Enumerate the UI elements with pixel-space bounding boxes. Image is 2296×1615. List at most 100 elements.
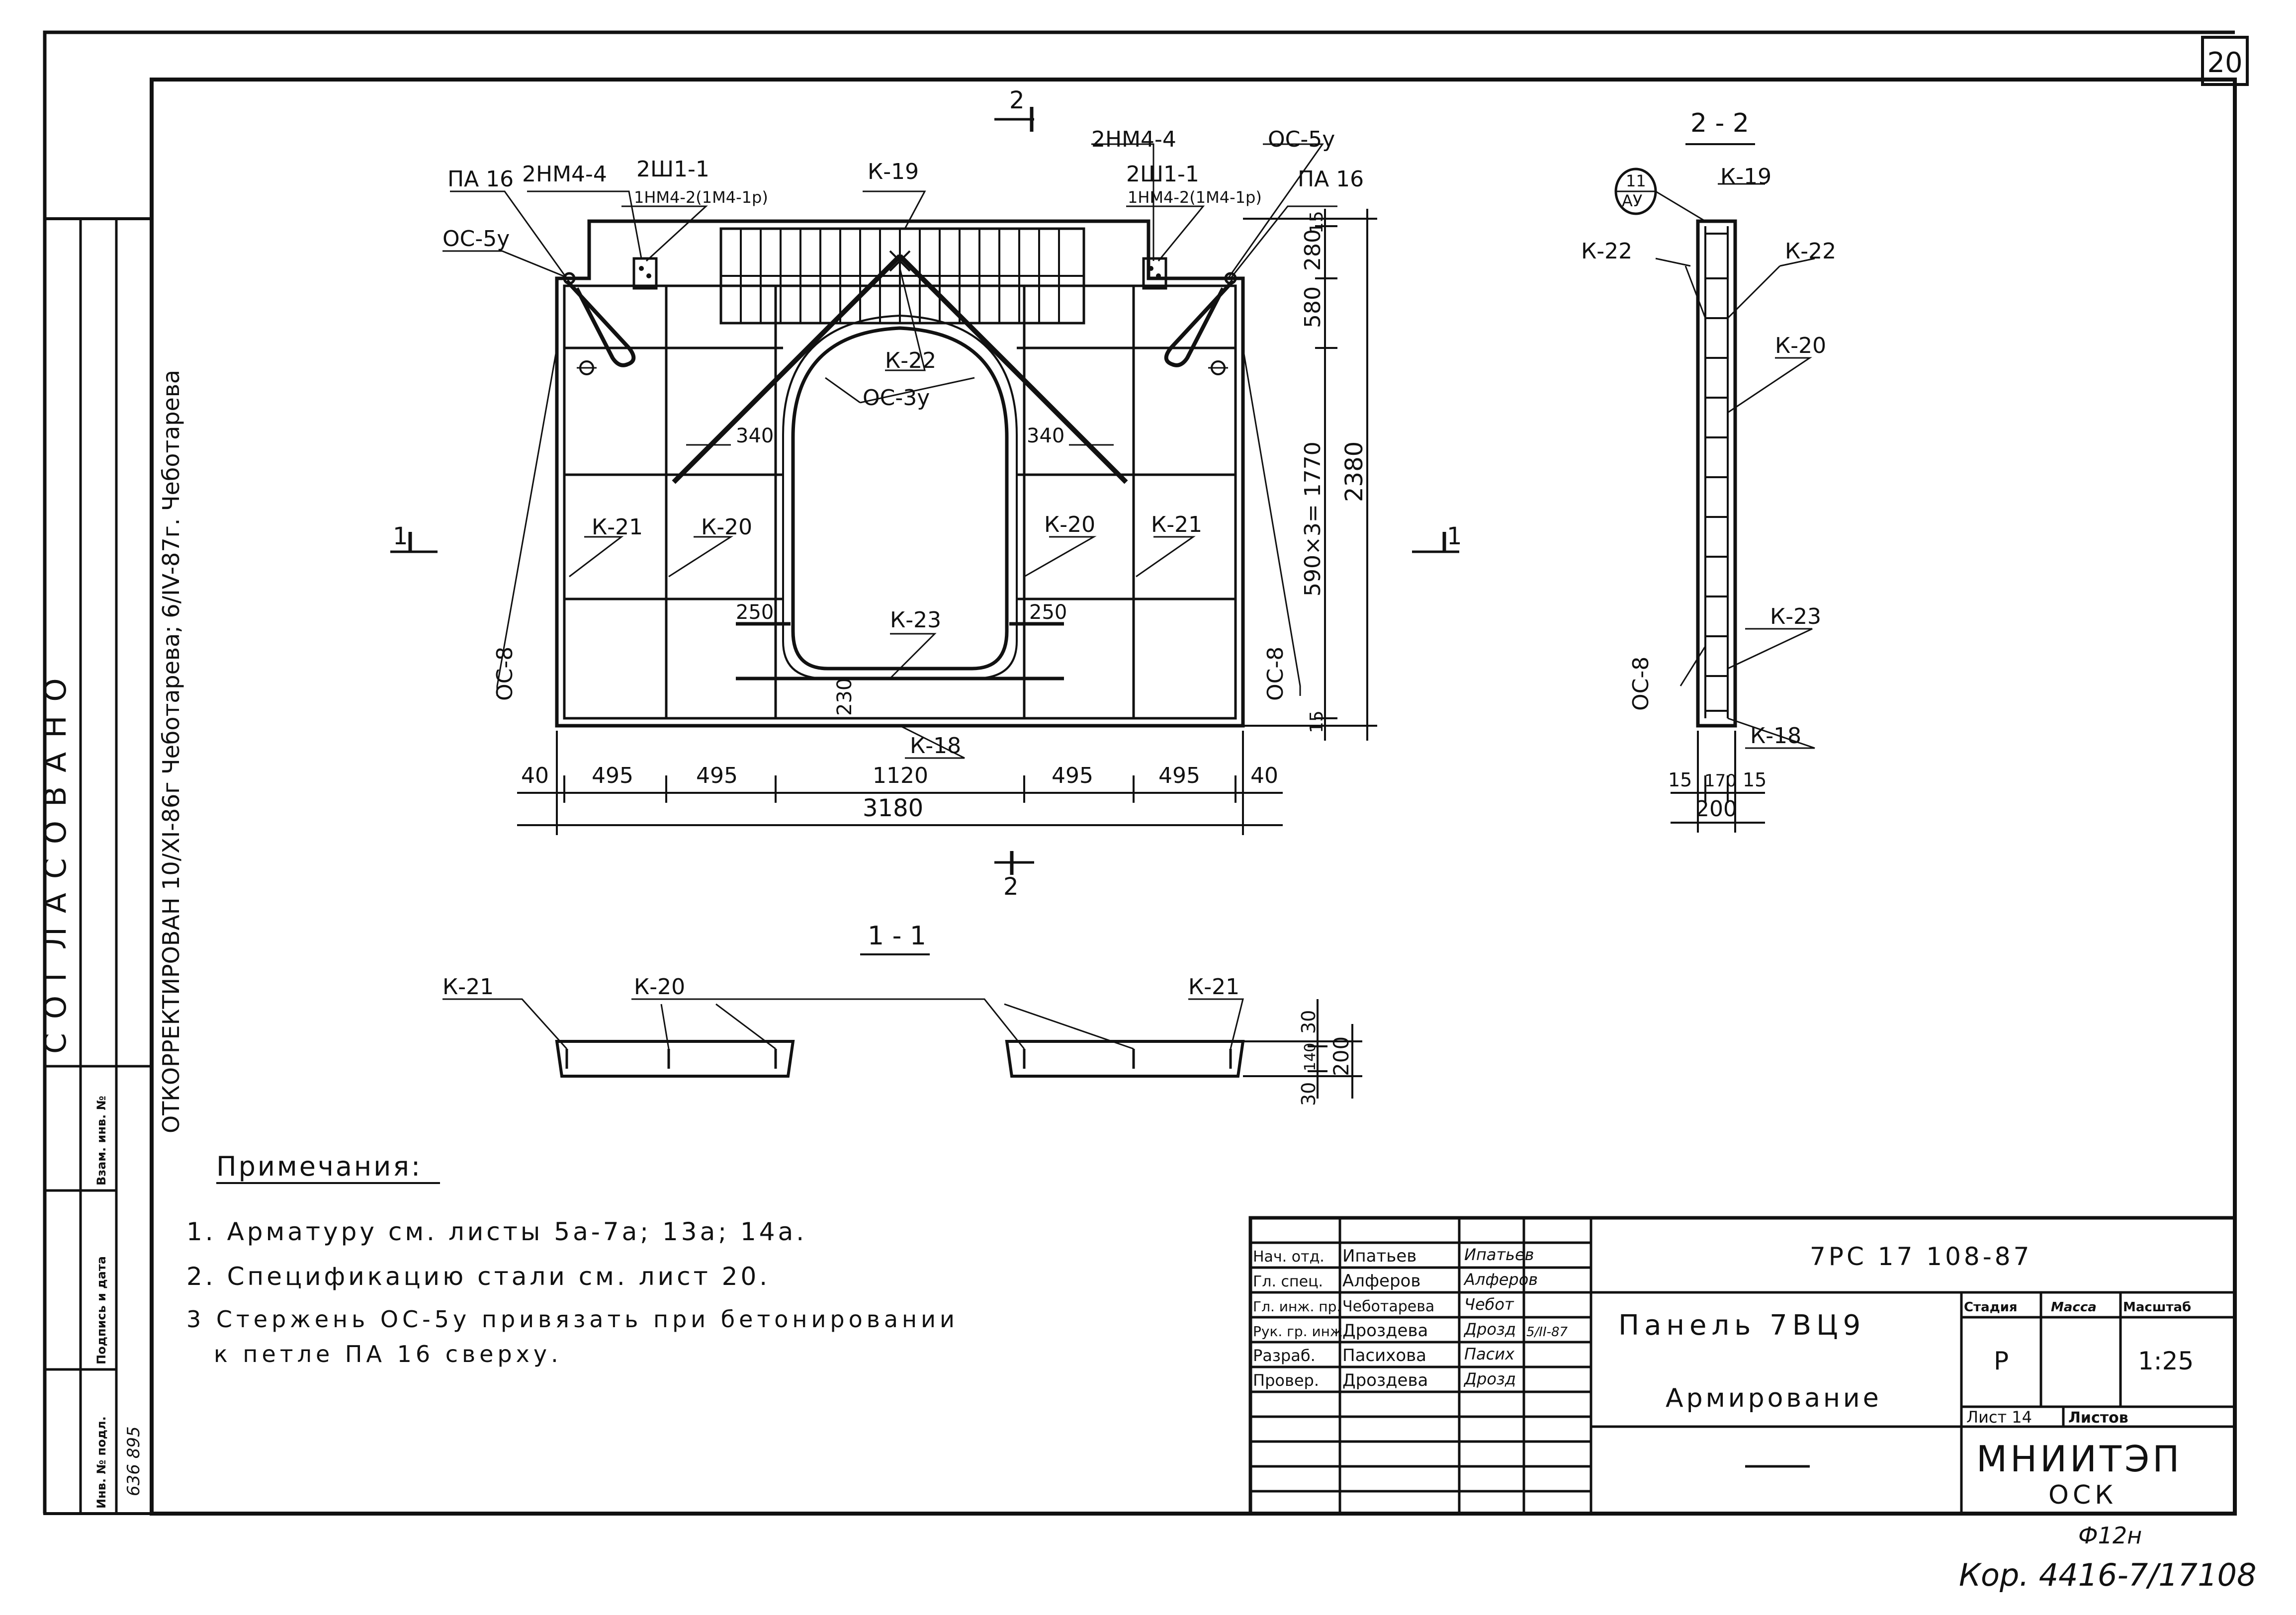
title-block-signoffs: Нач. отд. Гл. спец. Гл. инж. пр. Рук. гр… [1253,1245,1568,1390]
svg-text:2: 2 [1003,873,1019,901]
s11-label-k21-left: К-21 [442,974,494,1000]
label-sh2-left: 1НМ4-2(1М4-1р) [634,188,768,207]
s11-bars [565,1049,1232,1069]
label-sh-right: 2Ш1-1 [1126,162,1199,187]
name-5: Дроздева [1342,1370,1428,1390]
section-mark-bottom: 2 [994,851,1034,901]
window-opening [791,326,1009,671]
dim-chain-bottom: 40 495 495 1120 495 495 40 3180 [517,731,1283,835]
dim-right-2380: 2380 [1340,441,1368,502]
section-1-1: 1 - 1 К-21 К-20 К-21 30 140 [442,921,1362,1106]
org-sub: ОСК [2048,1480,2117,1510]
s11-dim-0: 30 [1298,1010,1320,1034]
signature-2: Чебот [1464,1295,1514,1314]
node-mark-top: 11 [1626,171,1646,190]
dim-right-15-top: 15 [1307,211,1327,234]
s22-label-os8: ОС-8 [1628,657,1654,711]
s11-dim-2: 30 [1298,1082,1320,1106]
s22-dim-0: 15 [1668,769,1692,791]
label-k20-left: К-20 [701,514,752,540]
section-mark-right: 1 [1412,522,1462,553]
corrected-note: ОТКОРРЕКТИРОВАН 10/XI-86г Чеботарева; 6/… [158,370,184,1133]
s11-label-k21-right: К-21 [1188,974,1239,1000]
side-strip-frame [43,217,153,1515]
hook-os5y-right [1164,279,1235,367]
product-name: Панель 7ВЦ9 [1618,1309,1865,1342]
s22-dim-2: 15 [1743,769,1766,791]
inv-repl-label: Взам. инв. № [94,1096,108,1186]
s11-leaders [442,998,1244,1050]
label-k19: К-19 [868,159,919,184]
dim-340-left: 340 [736,425,774,447]
s22-label-k18: К-18 [1750,723,1801,749]
inner-frame [150,78,2237,1516]
label-k21-right: К-21 [1151,512,1202,537]
plan-view: 2 2 1 1 [390,86,1462,901]
role-1: Гл. спец. [1253,1273,1323,1290]
stage-value: Р [1994,1347,2009,1375]
label-sh2-right: 1НМ4-2(1М4-1р) [1128,188,1262,207]
sign-date-label: Подпись и дата [94,1256,108,1364]
node-mark-bottom: АУ [1622,191,1642,210]
s22-label-k20: К-20 [1775,333,1826,358]
dim-right-580: 580 [1300,286,1325,328]
label-k18: К-18 [910,733,961,759]
note-2: 2. Спецификацию стали см. лист 20. [186,1262,770,1291]
role-4: Разраб. [1253,1346,1316,1365]
panel-outline [555,219,1245,728]
inv-orig-label: Инв. № подл. [94,1416,108,1509]
s22-label-k23: К-23 [1770,604,1821,629]
s22-dims: 15 170 15 200 [1668,731,1766,833]
signature-4: Пасих [1464,1345,1515,1363]
dim-250-left: 250 [736,601,774,624]
s22-label-k19: К-19 [1720,164,1771,189]
vertical-bars [665,286,1135,718]
dim-total-width: 3180 [863,794,923,822]
notes-title: Примечания: [216,1151,422,1182]
label-sh-left: 2Ш1-1 [636,157,709,182]
label-k23: К-23 [890,607,941,633]
stage-label: Стадия [1964,1300,2018,1315]
leader-lines [442,143,1337,759]
format-code: Ф12н [2078,1522,2142,1549]
s22-label-k22-right: К-22 [1785,239,1836,264]
notes: Примечания: 1. Арматуру см. листы 5а-7а;… [186,1151,959,1367]
dim-chain-right: 15 280 580 590×3= 1770 2380 15 [1243,209,1377,741]
signature-5: Дрозд [1463,1369,1516,1388]
svg-text:1: 1 [1447,522,1462,550]
role-0: Нач. отд. [1253,1248,1325,1266]
dim-right-15-bottom: 15 [1307,710,1327,733]
s11-dim-total: 200 [1329,1036,1353,1076]
org-name: МНИИТЭП [1976,1438,2182,1480]
dim-right-590x3: 590×3= 1770 [1300,441,1325,596]
role-5: Провер. [1253,1371,1319,1390]
dim-bottom-5: 495 [1158,763,1200,788]
dim-bottom-1: 495 [592,763,633,788]
label-os5y-left: ОС-5у [442,226,510,252]
subtitle: Армирование [1666,1383,1882,1413]
name-3: Дроздева [1342,1321,1428,1341]
signature-1: Алферов [1463,1270,1538,1289]
role-2: Гл. инж. пр. [1253,1298,1341,1315]
s11-left-slab [555,1040,795,1078]
name-1: Алферов [1342,1271,1420,1291]
name-2: Чеботарева [1342,1298,1434,1315]
scale-value: 1:25 [2138,1347,2194,1375]
s22-dim-total: 200 [1695,796,1737,822]
copy-reference: Кор. 4416-7/17108 [1959,1557,2256,1593]
horizontal-bars [564,346,1236,680]
s22-dim-1: 170 [1704,771,1737,791]
label-k21-left: К-21 [592,514,643,540]
section-mark-left: 1 [390,522,438,553]
signature-3: Дрозд [1463,1320,1516,1339]
inv-number: 636 895 [124,1426,144,1496]
dim-230: 230 [833,678,856,716]
note-3: 3 Стержень ОС-5у привязать при бетониров… [186,1306,959,1333]
section-mark-top: 2 [994,86,1034,132]
dim-bottom-4: 495 [1052,763,1093,788]
dim-bottom-6: 40 [1250,763,1278,788]
s22-label-k22-left: К-22 [1581,239,1632,264]
label-os5y-right: ОС-5у [1268,127,1335,152]
label-hm-left: 2НМ4-4 [522,162,607,187]
